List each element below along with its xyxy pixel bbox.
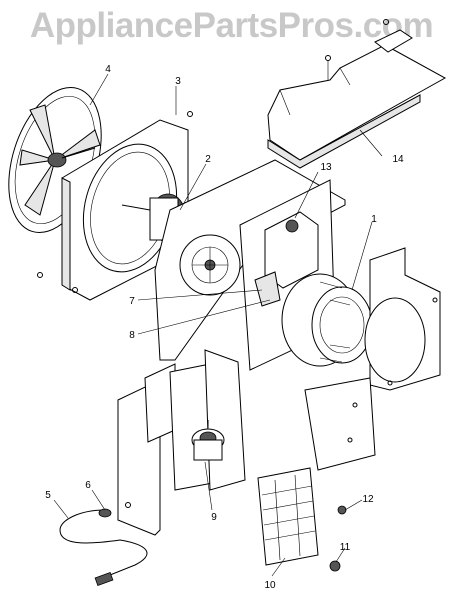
part-10-heater-assembly[interactable]: [257, 467, 319, 566]
callout-4: 4: [105, 64, 111, 75]
callout-6: 6: [85, 480, 91, 491]
callout-3: 3: [175, 76, 181, 87]
callout-9: 9: [211, 512, 217, 523]
callout-10: 10: [264, 580, 276, 591]
control-panel: [304, 377, 376, 471]
part-11-limit-switch[interactable]: [329, 560, 341, 572]
part-7-mount[interactable]: [254, 271, 281, 307]
leader-lines: [53, 73, 383, 577]
part-5-power-cord[interactable]: [59, 508, 148, 587]
callout-11: 11: [340, 542, 351, 553]
callout-7: 7: [129, 296, 135, 307]
callout-2: 2: [205, 154, 211, 165]
part-14-top-cover[interactable]: [267, 19, 447, 169]
lower-housing-panels: [117, 349, 246, 536]
callout-8: 8: [129, 330, 135, 341]
watermark-text: AppliancePartsPros.com: [29, 6, 434, 45]
part-12-thermostat[interactable]: [337, 505, 347, 515]
callout-14: 14: [392, 154, 404, 165]
callout-13: 13: [320, 162, 332, 173]
part-1-blower[interactable]: [281, 273, 373, 367]
part-13-bracket[interactable]: [264, 211, 319, 289]
blower-side-panel: [364, 247, 441, 391]
callout-12: 12: [362, 494, 374, 505]
callout-1: 1: [371, 214, 377, 225]
part-9-motor[interactable]: [191, 420, 225, 461]
callout-5: 5: [45, 490, 51, 501]
